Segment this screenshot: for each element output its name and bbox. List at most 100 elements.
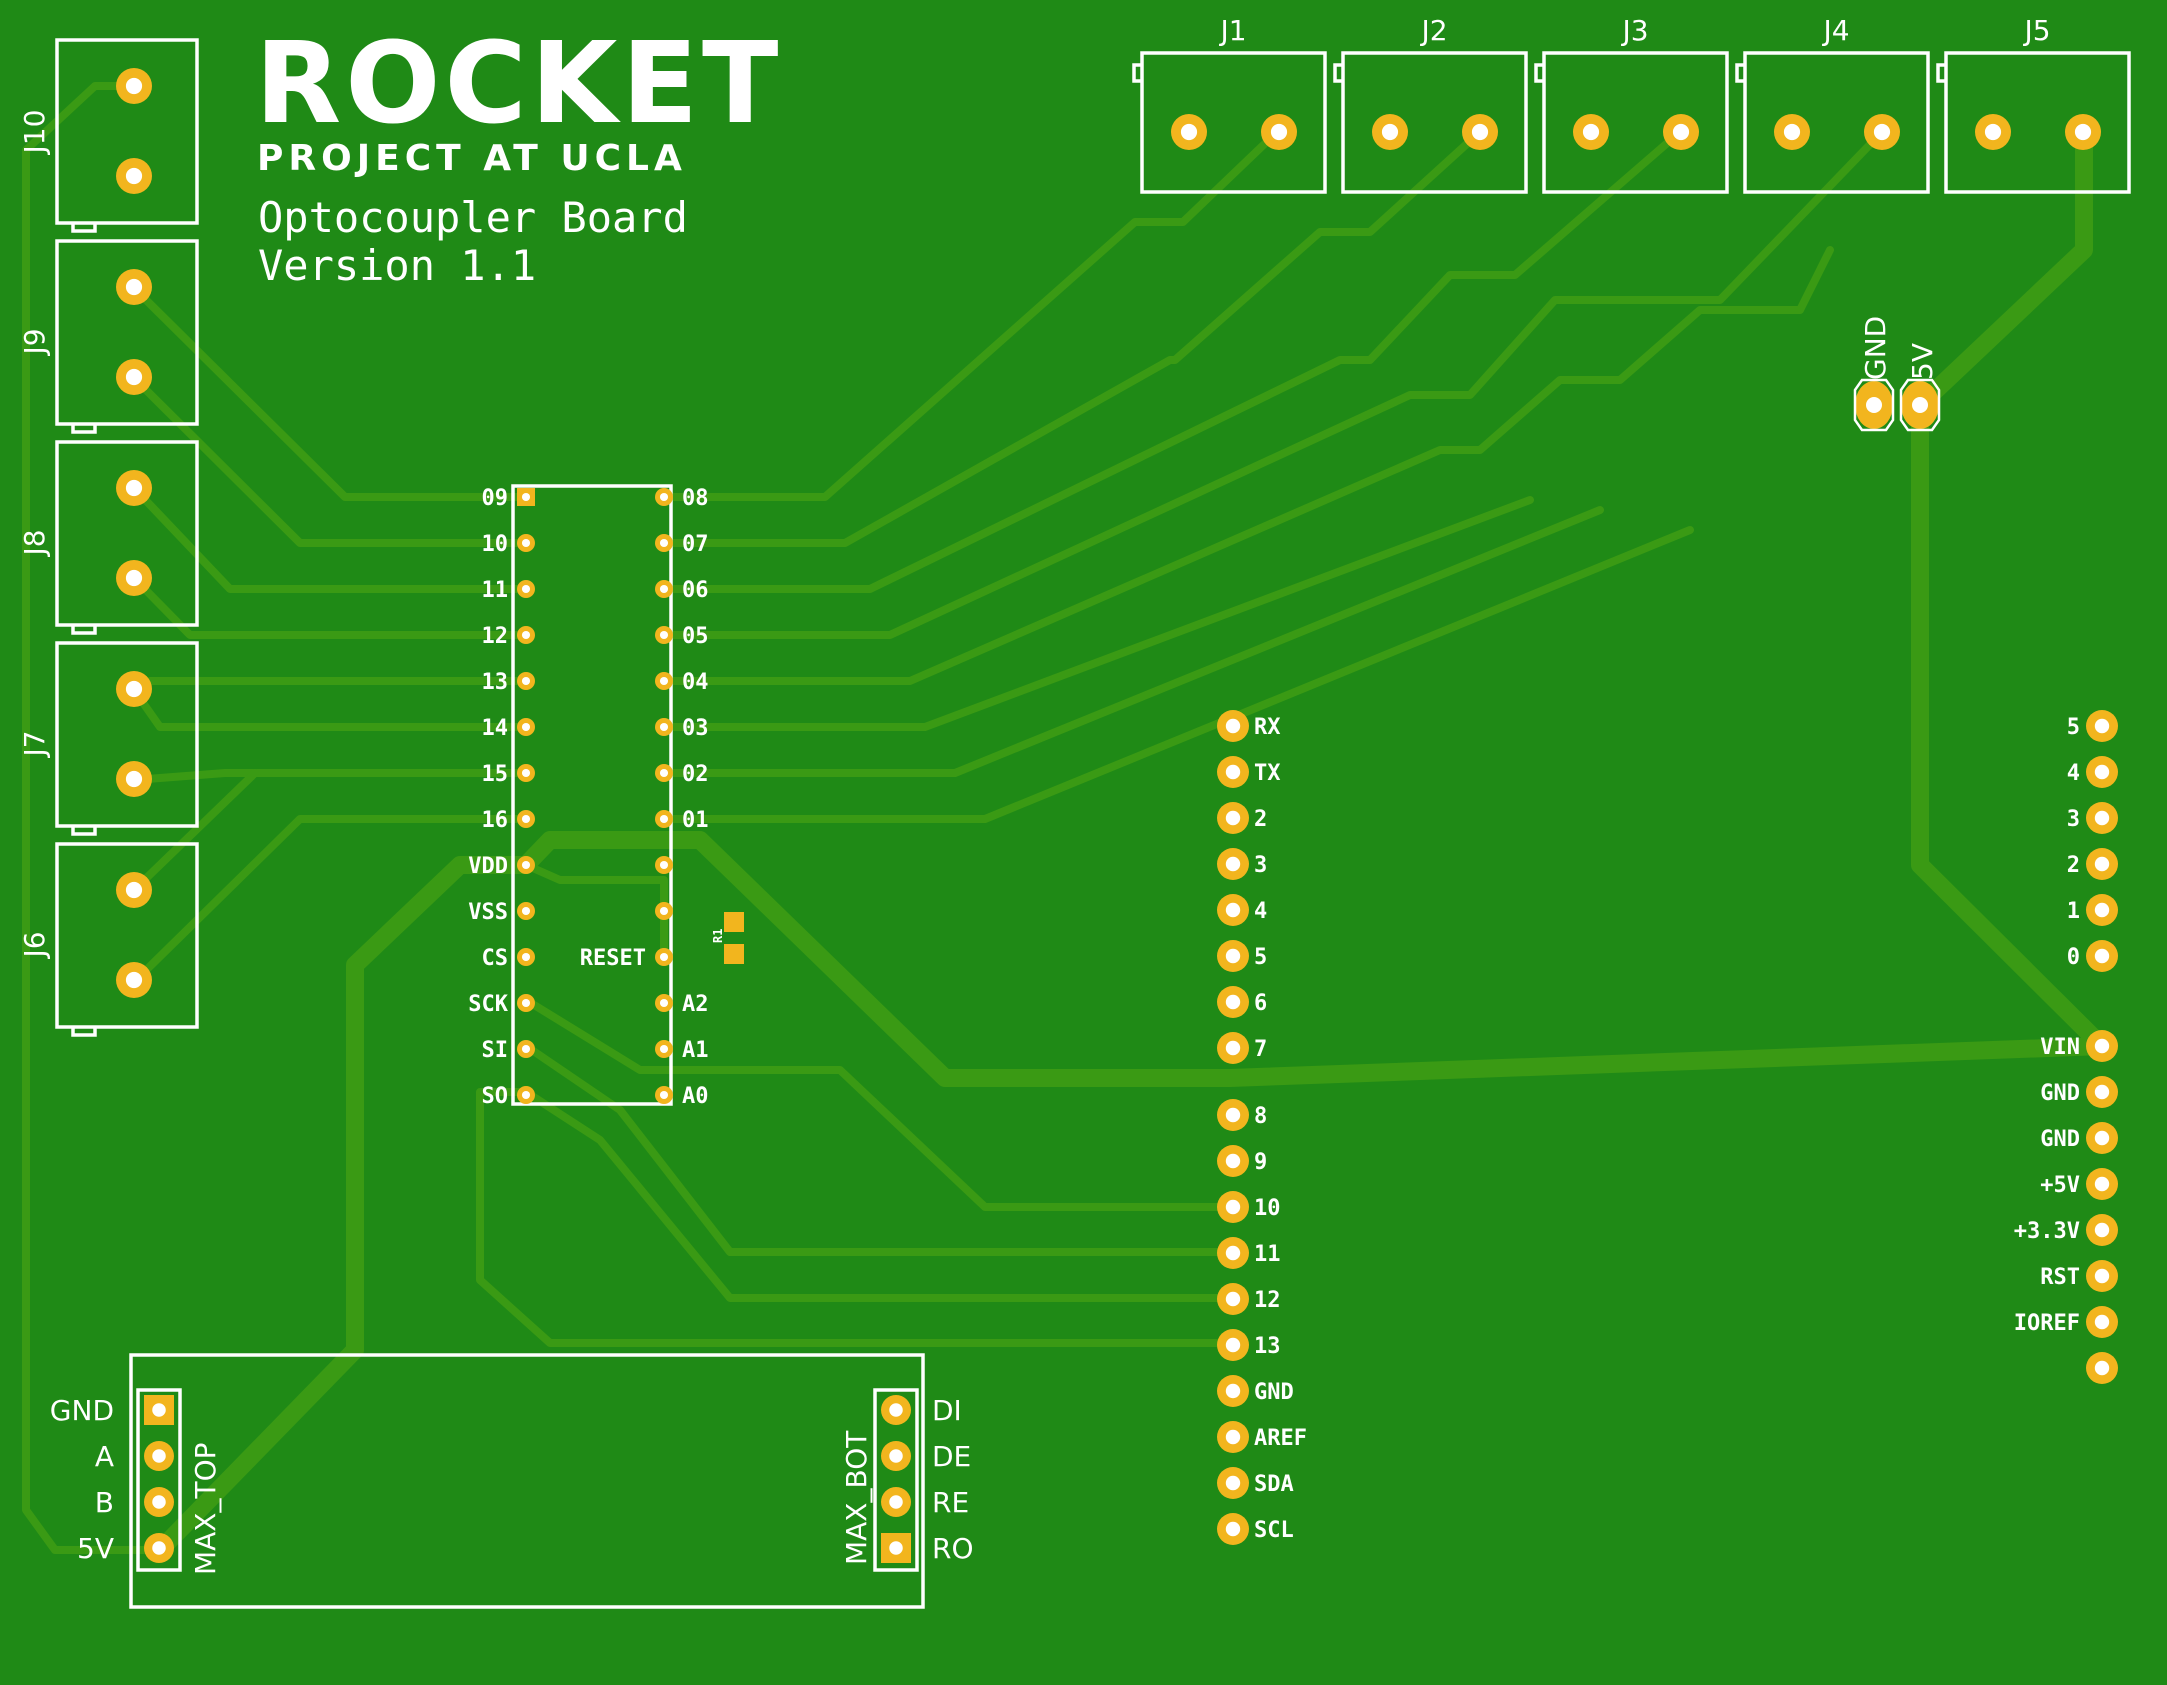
- connector-pin-2-hole: [125, 971, 143, 989]
- connector-key: [71, 223, 97, 233]
- resistor-pad-2[interactable]: [724, 944, 744, 964]
- connector-j5: J5: [1936, 14, 2131, 194]
- ic-right-pin-02-hole: [659, 768, 669, 778]
- connector-key: [1735, 63, 1745, 83]
- arduino-right-label-5: 5: [2067, 715, 2080, 740]
- ic-left-label-so: SO: [482, 1084, 509, 1109]
- ic-left-pin-16-hole: [521, 814, 531, 824]
- trace-5v-vin: [1911, 396, 2111, 1055]
- arduino-right-pin-gnd-hole: [2094, 1084, 2110, 1100]
- ic-right-label-07: 07: [682, 532, 709, 557]
- connector-j9: J9: [18, 239, 199, 434]
- ic-right-pin-08-hole: [659, 492, 669, 502]
- ic-left-label-14: 14: [482, 716, 509, 741]
- arduino-left-pin-6-hole: [1225, 994, 1241, 1010]
- connector-pin-1-hole: [125, 77, 143, 95]
- connector-pin-2-hole: [125, 569, 143, 587]
- trace-j3-06: [660, 128, 1684, 593]
- trace-j7-15: [130, 769, 530, 784]
- connector-outline: [55, 641, 199, 828]
- resistor-label: R1: [711, 929, 725, 943]
- ic-left-label-11: 11: [482, 578, 509, 603]
- arduino-left-label-scl: SCL: [1254, 1518, 1294, 1543]
- connector-pin-1-hole: [125, 680, 143, 698]
- trace-sck-10: [522, 996, 1237, 1211]
- arduino-right-pin-2-hole: [2094, 856, 2110, 872]
- ic-right-label-04: 04: [682, 670, 709, 695]
- ic-right-pin-a2-hole: [659, 998, 669, 1008]
- trace-si-11: [522, 1042, 1237, 1256]
- arduino-left-label-9: 9: [1254, 1150, 1267, 1175]
- arduino-left-pin-13-hole: [1225, 1337, 1241, 1353]
- connector-label: J9: [18, 328, 51, 356]
- connector-j2: J2: [1333, 14, 1528, 194]
- arduino-left-label-5: 5: [1254, 945, 1267, 970]
- ic-right-label-a2: A2: [682, 992, 709, 1017]
- ic-right-pin-a0-hole: [659, 1090, 669, 1100]
- arduino-right-label-rst: RST: [2040, 1265, 2080, 1290]
- arduino-left-pin-3-hole: [1225, 856, 1241, 872]
- connector-label: J4: [1821, 14, 1849, 47]
- arduino-right-pin-vin-hole: [2094, 1038, 2110, 1054]
- connector-pin-2-hole: [2074, 123, 2092, 141]
- connector-label: J5: [2022, 14, 2050, 47]
- ic-right-label-02: 02: [682, 762, 709, 787]
- ic-left-label-15: 15: [482, 762, 509, 787]
- connector-label: J1: [1218, 14, 1246, 47]
- arduino-left-pin-sda-hole: [1225, 1475, 1241, 1491]
- max-bot-pin-re-hole: [889, 1495, 903, 1509]
- arduino-left-pin-7-hole: [1225, 1040, 1241, 1056]
- ic-right-pin-nc-8-hole: [659, 860, 669, 870]
- ic-right-pin-07-hole: [659, 538, 669, 548]
- connector-key: [1936, 63, 1946, 83]
- connector-j3: J3: [1534, 14, 1729, 194]
- ic-left-label-10: 10: [482, 532, 509, 557]
- arduino-left-pin-aref-hole: [1225, 1429, 1241, 1445]
- ic-left-label-vss: VSS: [468, 900, 508, 925]
- connector-pin-1-hole: [1783, 123, 1801, 141]
- ic-left-label-16: 16: [482, 808, 509, 833]
- arduino-left-pin-9-hole: [1225, 1153, 1241, 1169]
- trace-so-12: [522, 1088, 1237, 1302]
- connector-j1: J1: [1132, 14, 1327, 194]
- arduino-left-pin-8-hole: [1225, 1107, 1241, 1123]
- ic-right-label-08: 08: [682, 486, 709, 511]
- max-top-label-a: A: [95, 1440, 114, 1473]
- connector-j8: J8: [18, 440, 199, 635]
- max-bot-label-di: DI: [932, 1394, 962, 1427]
- connector-outline: [1743, 51, 1930, 194]
- optocoupler-ic: 0910111213141516VDDVSSCSSCKSISO080706050…: [468, 484, 744, 1109]
- max-top-label-gnd: GND: [50, 1394, 114, 1427]
- connector-label: J6: [18, 931, 51, 959]
- arduino-left-label-2: 2: [1254, 807, 1267, 832]
- connector-label: J10: [18, 110, 51, 156]
- arduino-right-label-0: 0: [2067, 945, 2080, 970]
- max-top-label-b: B: [95, 1486, 114, 1519]
- arduino-right-label-5v: +5V: [2040, 1173, 2080, 1198]
- arduino-left-pin-11-hole: [1225, 1245, 1241, 1261]
- connector-pin-1-hole: [125, 881, 143, 899]
- trace-01: [660, 526, 1694, 823]
- power-5v-outline: [1899, 378, 1941, 432]
- connector-key: [1132, 63, 1142, 83]
- connector-label: J3: [1620, 14, 1648, 47]
- max-top-pin-gnd-hole: [152, 1403, 166, 1417]
- max-module-outline: [129, 1353, 925, 1609]
- copper-traces: [22, 82, 2111, 1559]
- arduino-right-label-1: 1: [2067, 899, 2080, 924]
- resistor-pad-1[interactable]: [724, 912, 744, 932]
- arduino-right-label-3-3v: +3.3V: [2014, 1219, 2080, 1244]
- ic-left-pin-sck-hole: [521, 998, 531, 1008]
- arduino-right-pin-3-hole: [2094, 810, 2110, 826]
- power-5v-hole: [1912, 397, 1928, 413]
- board-title: Optocoupler Board: [258, 193, 688, 242]
- trace-j6-16: [130, 769, 259, 894]
- arduino-right-pin-0-hole: [2094, 948, 2110, 964]
- max-bot-pin-de-hole: [889, 1449, 903, 1463]
- ic-left-pin-cs-hole: [521, 952, 531, 962]
- arduino-right-pin-nc-13-hole: [2094, 1360, 2110, 1376]
- arduino-left-label-rx: RX: [1254, 715, 1281, 740]
- arduino-right-label-2: 2: [2067, 853, 2080, 878]
- connector-pin-2-hole: [1672, 123, 1690, 141]
